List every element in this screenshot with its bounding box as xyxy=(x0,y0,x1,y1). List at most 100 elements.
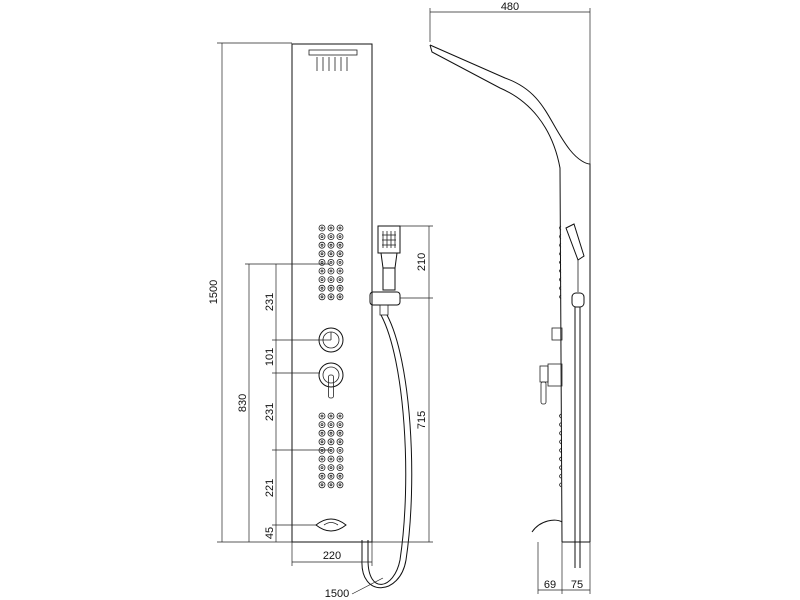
massage-jet xyxy=(327,284,335,292)
side-jet-tick xyxy=(559,448,562,453)
massage-jet xyxy=(336,250,344,258)
massage-jet xyxy=(327,250,335,258)
massage-jet xyxy=(336,446,344,454)
massage-jet xyxy=(318,464,326,472)
side-jet-tick xyxy=(559,277,562,282)
massage-jet xyxy=(327,224,335,232)
massage-jet xyxy=(336,421,344,429)
massage-jet xyxy=(336,464,344,472)
side-jet-tick xyxy=(559,422,562,427)
massage-jet xyxy=(318,224,326,232)
rain-shower-head xyxy=(308,49,358,56)
dim-top-width: 480 xyxy=(501,1,519,13)
mixer-lever xyxy=(328,374,334,399)
front-dimensions: 1500 830 231 101 231 221 45 220 210 715 … xyxy=(208,42,433,600)
massage-jet xyxy=(327,241,335,249)
massage-jet xyxy=(318,258,326,266)
shower-hose-outer xyxy=(367,314,407,585)
massage-jet xyxy=(318,438,326,446)
massage-jet xyxy=(318,429,326,437)
lower-massage-jets xyxy=(318,412,344,489)
side-jet-tick xyxy=(559,234,562,239)
side-jet-tick xyxy=(559,465,562,470)
massage-jet xyxy=(336,276,344,284)
massage-jet xyxy=(318,421,326,429)
massage-jet xyxy=(318,284,326,292)
front-view xyxy=(291,43,373,543)
dim-hose-length: 1500 xyxy=(325,588,349,600)
massage-jet xyxy=(336,438,344,446)
massage-jet xyxy=(318,250,326,258)
massage-jet xyxy=(327,233,335,241)
massage-jet xyxy=(336,412,344,420)
hand-shower-neck xyxy=(380,252,398,269)
massage-jet xyxy=(327,412,335,420)
side-jet-tick xyxy=(559,285,562,291)
dim-holder-height: 715 xyxy=(416,411,428,429)
side-jet-tick xyxy=(559,473,562,479)
massage-jet xyxy=(318,446,326,454)
side-jet-tick xyxy=(559,225,562,231)
massage-jet xyxy=(318,241,326,249)
massage-jet xyxy=(327,472,335,480)
side-jet-tick xyxy=(559,439,562,445)
hand-shower-handle xyxy=(382,267,396,291)
side-jet-tick xyxy=(559,251,562,257)
side-hand-shower-head xyxy=(565,223,585,261)
massage-jet xyxy=(327,276,335,284)
dim-total-height: 1500 xyxy=(208,280,220,304)
massage-jet xyxy=(327,455,335,463)
hand-shower-grid xyxy=(382,231,396,248)
massage-jet xyxy=(336,293,344,301)
side-jet-tick xyxy=(559,242,562,248)
massage-jet xyxy=(318,412,326,420)
side-jet-tick xyxy=(559,260,562,265)
massage-jet xyxy=(327,258,335,266)
massage-jet xyxy=(336,481,344,489)
dim-panel-width: 220 xyxy=(323,550,341,562)
tub-spout xyxy=(315,518,347,532)
side-jet-tick xyxy=(559,482,562,488)
mixer-knob xyxy=(318,362,344,388)
massage-jet xyxy=(336,267,344,275)
dim-lower-jets: 231 xyxy=(264,403,276,421)
massage-jet xyxy=(336,429,344,437)
dim-hand-shower-height: 210 xyxy=(416,253,428,271)
massage-jet xyxy=(327,293,335,301)
rain-nozzles xyxy=(316,57,348,71)
side-spout xyxy=(531,519,563,533)
massage-jet xyxy=(336,472,344,480)
massage-jet xyxy=(336,224,344,232)
massage-jet xyxy=(327,464,335,472)
massage-jet xyxy=(336,455,344,463)
massage-jet xyxy=(336,258,344,266)
side-jet-tick xyxy=(559,294,562,300)
upper-massage-jets xyxy=(318,224,344,301)
side-jet-tick xyxy=(559,268,562,274)
side-holder xyxy=(571,292,585,308)
massage-jet xyxy=(318,233,326,241)
massage-jet xyxy=(327,481,335,489)
massage-jet xyxy=(318,472,326,480)
side-mixer-lever xyxy=(540,381,547,405)
massage-jet xyxy=(318,293,326,301)
hand-shower-assembly xyxy=(361,225,413,589)
hand-shower-head xyxy=(377,225,401,254)
massage-jet xyxy=(327,421,335,429)
massage-jet xyxy=(327,446,335,454)
side-jet-tick xyxy=(559,430,562,436)
massage-jet xyxy=(318,276,326,284)
side-panel-back-outline xyxy=(429,44,591,542)
massage-jet xyxy=(318,267,326,275)
massage-jet xyxy=(336,241,344,249)
dim-bottom: 221 xyxy=(264,479,276,497)
massage-jet xyxy=(327,438,335,446)
massage-jet xyxy=(327,267,335,275)
side-mixer-knob xyxy=(547,363,563,387)
side-dimensions: 480 69 75 xyxy=(429,1,591,594)
side-panel-front-outline xyxy=(429,44,563,543)
massage-jet xyxy=(318,481,326,489)
side-jet-tick xyxy=(559,413,562,419)
